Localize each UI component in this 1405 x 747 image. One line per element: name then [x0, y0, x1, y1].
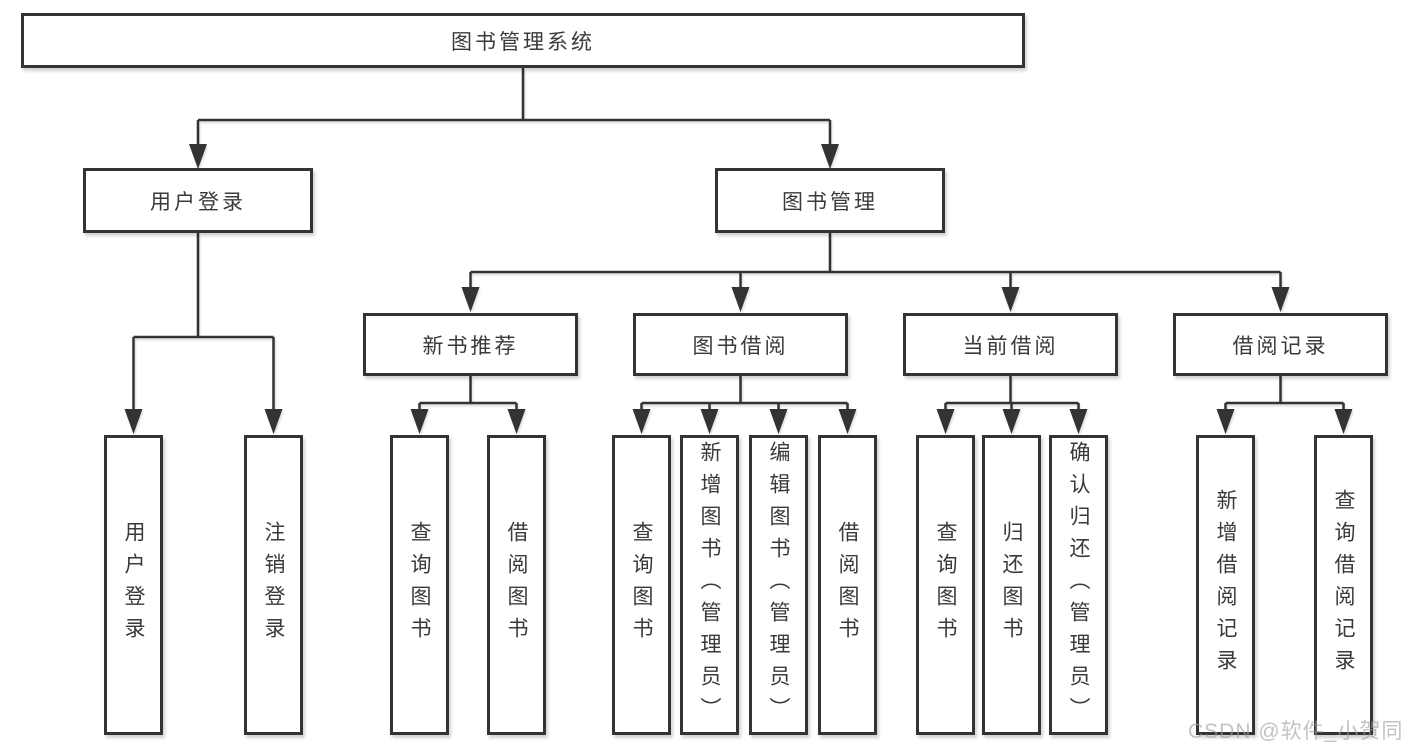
arrow-down-icon	[1001, 287, 1020, 312]
edge-line	[640, 376, 849, 410]
node-label: 编辑图书（管理员）	[767, 441, 790, 729]
arrow-down-icon	[838, 409, 857, 434]
leaf-records-query-record: 查询借阅记录	[1314, 435, 1373, 735]
connector-root-branches	[189, 68, 839, 169]
node-label: 查询图书	[934, 521, 957, 649]
arrow-down-icon	[821, 144, 839, 169]
arrow-down-icon	[632, 409, 651, 434]
node-current-borrow: 当前借阅	[903, 313, 1118, 376]
arrow-down-icon	[1334, 409, 1353, 434]
leaf-records-add-record: 新增借阅记录	[1196, 435, 1255, 735]
csdn-watermark: CSDN @软件_小贺同学	[1188, 720, 1405, 743]
node-label: 用户登录	[122, 521, 145, 649]
node-label: 图书管理	[782, 190, 878, 214]
connector-book-borrow	[632, 376, 857, 434]
node-label: 确认归还（管理员）	[1067, 441, 1090, 729]
node-label: 用户登录	[150, 190, 246, 214]
leaf-recommend-query-books: 查询图书	[390, 435, 449, 735]
node-user-login: 用户登录	[83, 168, 313, 233]
arrow-down-icon	[1069, 409, 1088, 434]
edge-line	[1224, 376, 1345, 410]
node-label: 图书管理系统	[451, 30, 595, 54]
arrow-down-icon	[410, 409, 429, 434]
arrow-down-icon	[507, 409, 526, 434]
connector-borrow-records	[1216, 376, 1353, 434]
edge-line	[132, 233, 275, 410]
connector-new-book-recommend	[410, 376, 526, 434]
edge-line	[418, 376, 518, 410]
connector-user-login	[124, 233, 283, 434]
arrow-down-icon	[264, 409, 283, 434]
node-label: 查询图书	[408, 521, 431, 649]
leaf-borrow-query-books: 查询图书	[612, 435, 671, 735]
node-label: 图书借阅	[692, 334, 789, 358]
arrow-down-icon	[769, 409, 788, 434]
connector-current-borrow	[936, 376, 1088, 434]
arrow-down-icon	[1002, 409, 1021, 434]
node-root-system: 图书管理系统	[21, 13, 1025, 68]
edge-line	[469, 233, 1282, 288]
arrow-down-icon	[189, 144, 207, 169]
connector-book-management	[461, 233, 1290, 312]
arrow-down-icon	[1216, 409, 1235, 434]
leaf-user-login: 用户登录	[104, 435, 163, 735]
node-label: 新书推荐	[422, 334, 519, 358]
node-label: 新增借阅记录	[1214, 489, 1237, 681]
node-book-management: 图书管理	[715, 168, 945, 233]
leaf-borrow-borrow-books: 借阅图书	[818, 435, 877, 735]
arrow-down-icon	[700, 409, 719, 434]
node-label: 查询借阅记录	[1332, 489, 1355, 681]
leaf-current-confirm-return-admin: 确认归还（管理员）	[1049, 435, 1108, 735]
node-label: 归还图书	[1000, 521, 1023, 649]
node-book-borrow: 图书借阅	[633, 313, 848, 376]
node-label: 当前借阅	[962, 334, 1059, 358]
leaf-borrow-add-books-admin: 新增图书（管理员）	[680, 435, 739, 735]
edge-line	[196, 68, 832, 145]
edge-line	[944, 376, 1080, 410]
leaf-borrow-edit-books-admin: 编辑图书（管理员）	[749, 435, 808, 735]
node-borrow-records: 借阅记录	[1173, 313, 1388, 376]
leaf-recommend-borrow-books: 借阅图书	[487, 435, 546, 735]
arrow-down-icon	[461, 287, 480, 312]
leaf-logout: 注销登录	[244, 435, 303, 735]
node-label: 查询图书	[630, 521, 653, 649]
arrow-down-icon	[1271, 287, 1290, 312]
arrow-down-icon	[936, 409, 955, 434]
node-label: 借阅图书	[505, 521, 528, 649]
leaf-current-query-books: 查询图书	[916, 435, 975, 735]
node-label: 借阅记录	[1232, 334, 1329, 358]
arrow-down-icon	[731, 287, 750, 312]
arrow-down-icon	[124, 409, 143, 434]
node-label: 注销登录	[262, 521, 285, 649]
node-label: 新增图书（管理员）	[698, 441, 721, 729]
node-new-book-recommend: 新书推荐	[363, 313, 578, 376]
node-label: 借阅图书	[836, 521, 859, 649]
leaf-current-return-books: 归还图书	[982, 435, 1041, 735]
